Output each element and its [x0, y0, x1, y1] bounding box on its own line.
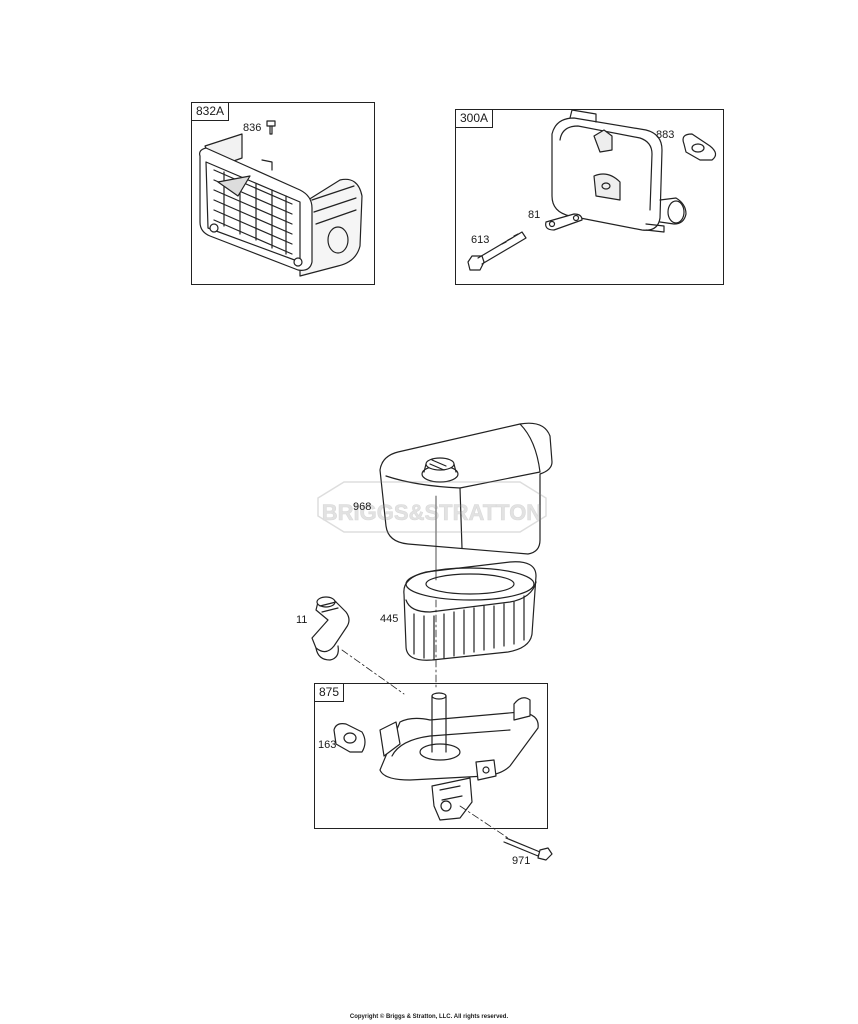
callout-11: 11 — [296, 614, 308, 626]
callout-883: 883 — [656, 129, 675, 141]
group-box-300A: 300A — [455, 109, 724, 285]
group-box-832A: 832A — [191, 102, 375, 285]
group-label-300A: 300A — [455, 109, 494, 128]
callout-971: 971 — [512, 855, 531, 867]
copyright-footer: Copyright © Briggs & Stratton, LLC. All … — [349, 1014, 509, 1020]
watermark: BRIGGS&STRATTON — [317, 481, 547, 533]
callout-613: 613 — [471, 234, 490, 246]
callout-81: 81 — [528, 209, 541, 221]
group-label-875: 875 — [314, 683, 345, 702]
group-box-875: 875 — [314, 683, 548, 829]
callout-445: 445 — [380, 613, 399, 625]
muffler-guard-drawing — [199, 120, 363, 277]
breather-tube-drawing — [311, 596, 350, 661]
muffler-drawing — [467, 109, 717, 271]
air-filter-drawing — [403, 561, 537, 661]
air-cleaner-cover-drawing — [379, 422, 553, 555]
air-cleaner-base-drawing — [333, 692, 553, 861]
watermark-text: BRIGGS&STRATTON — [322, 500, 542, 525]
callout-836: 836 — [243, 122, 262, 134]
callout-163: 163 — [318, 739, 337, 751]
group-label-832A: 832A — [191, 102, 230, 121]
leader-lines — [341, 495, 509, 839]
callout-968: 968 — [353, 501, 372, 513]
